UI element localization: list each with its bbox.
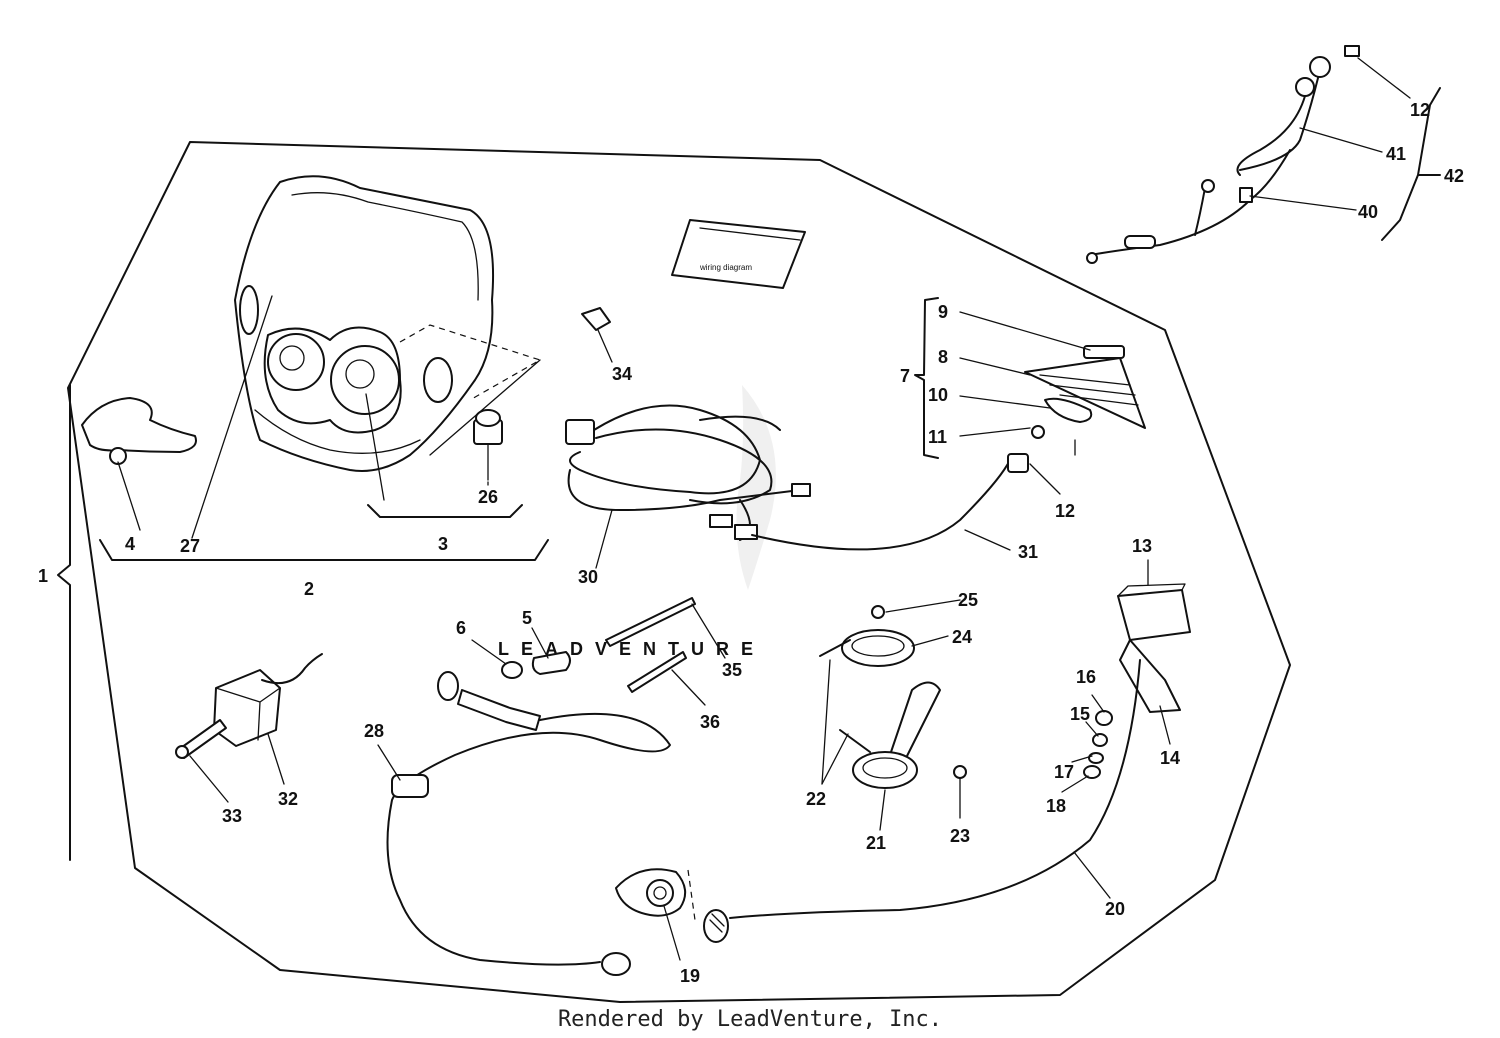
callout-8: 8 <box>938 347 948 367</box>
bracket-2 <box>99 539 549 561</box>
speedo-drive <box>615 868 696 921</box>
callout-13: 13 <box>1132 536 1152 556</box>
callout-1: 1 <box>38 566 48 586</box>
tail-light-assembly <box>1007 345 1146 473</box>
callout-6: 6 <box>456 618 466 638</box>
callout-23: 23 <box>950 826 970 846</box>
callout-3: 3 <box>438 534 448 554</box>
electrical-module <box>175 653 323 759</box>
clamp-lower <box>839 681 967 789</box>
callout-34: 34 <box>612 364 632 384</box>
callout-40: 40 <box>1358 202 1378 222</box>
callout-28: 28 <box>364 721 384 741</box>
wire-clip <box>581 307 611 331</box>
headlight-bracket <box>81 397 197 453</box>
callout-19: 19 <box>680 966 700 986</box>
callout-17: 17 <box>1054 762 1074 782</box>
callout-35: 35 <box>722 660 742 680</box>
callout-24: 24 <box>952 627 972 647</box>
render-credit: Rendered by LeadVenture, Inc. <box>557 1007 943 1032</box>
headlight-bulb <box>473 409 503 481</box>
callout-16: 16 <box>1076 667 1096 687</box>
callout-30: 30 <box>578 567 598 587</box>
callout-22: 22 <box>806 789 826 809</box>
headlight-fairing <box>234 175 542 472</box>
bracket-3 <box>367 504 523 518</box>
callout-9: 9 <box>938 302 948 322</box>
callout-11: 11 <box>928 427 947 447</box>
washer <box>501 661 523 679</box>
tie-wrap-short <box>627 651 687 693</box>
callout-12-kit: 12 <box>1410 100 1430 120</box>
callout-10: 10 <box>928 385 948 405</box>
clamp-upper <box>819 605 915 667</box>
watermark-text: LEADVENTURE <box>498 639 765 659</box>
main-wiring-harness <box>565 404 1011 551</box>
callout-25: 25 <box>958 590 978 610</box>
bracket-7 <box>914 297 939 459</box>
callout-12: 12 <box>1055 501 1075 521</box>
callout-20: 20 <box>1105 899 1125 919</box>
tail-wiring-harness <box>1086 45 1360 264</box>
callout-15: 15 <box>1070 704 1090 724</box>
callout-2: 2 <box>304 579 314 599</box>
callout-27: 27 <box>180 536 200 556</box>
bracket-42 <box>1381 87 1441 241</box>
callout-14: 14 <box>1160 748 1180 768</box>
callout-41: 41 <box>1386 144 1406 164</box>
tie-wrap-long <box>605 597 696 647</box>
callout-42: 42 <box>1444 166 1464 186</box>
banjo-bolt <box>531 651 571 675</box>
cable-end-fitting <box>703 909 729 943</box>
callout-32: 32 <box>278 789 298 809</box>
callout-26: 26 <box>478 487 498 507</box>
callout-21: 21 <box>866 833 886 853</box>
callout-labels: 1 2 3 4 5 6 7 8 9 10 11 12 12 13 14 15 1… <box>38 100 1464 986</box>
callout-7: 7 <box>900 366 910 386</box>
callout-33: 33 <box>222 806 242 826</box>
speedo-drive-unit <box>729 583 1191 919</box>
leader-lines <box>117 57 1411 961</box>
callout-31: 31 <box>1018 542 1038 562</box>
callout-36: 36 <box>700 712 720 732</box>
speedometer-cable <box>386 671 671 976</box>
owner-manual: wiring diagram <box>671 219 806 289</box>
callout-5: 5 <box>522 608 532 628</box>
bracket-1 <box>57 384 71 861</box>
manual-label: wiring diagram <box>699 263 752 272</box>
kit-outline <box>67 141 1291 1003</box>
callout-4: 4 <box>125 534 135 554</box>
callout-18: 18 <box>1046 796 1066 816</box>
